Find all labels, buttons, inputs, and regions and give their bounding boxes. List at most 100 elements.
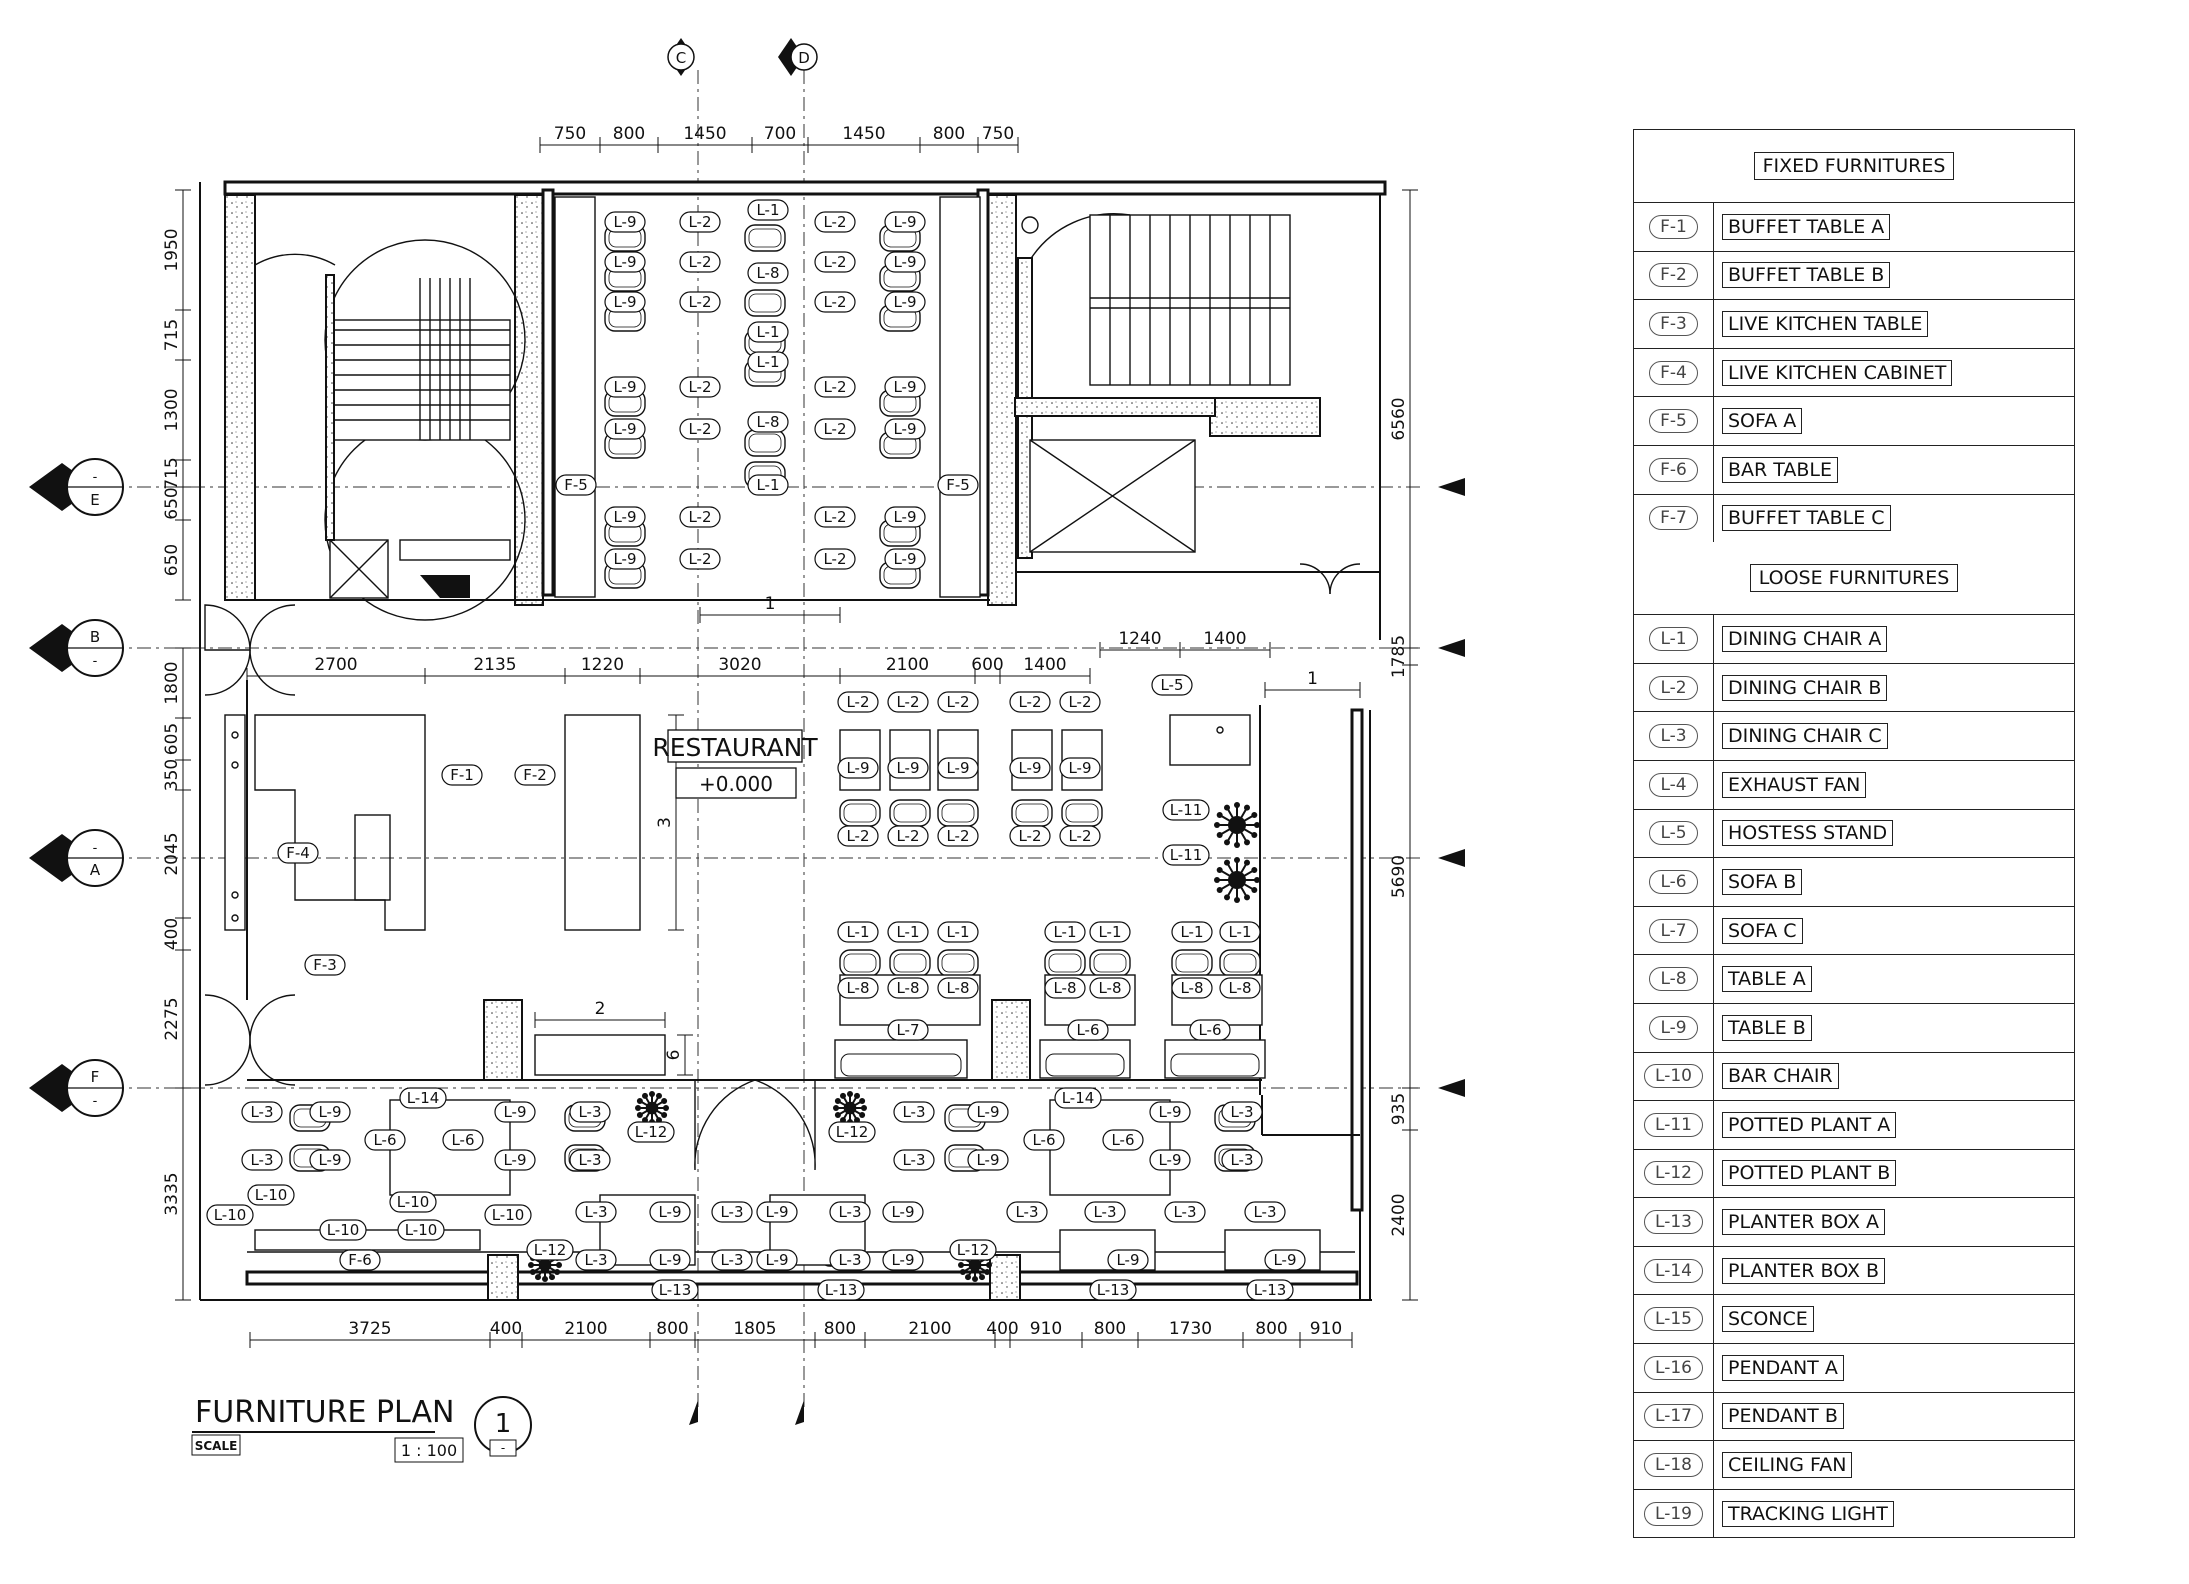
legend-desc: BAR TABLE (1722, 456, 1839, 483)
svg-text:L-1: L-1 (1053, 923, 1076, 941)
legend-code-cell: L-13 (1634, 1198, 1714, 1246)
legend-desc-cell: DINING CHAIR B (1714, 664, 2074, 712)
furniture-tag: L-11 (1162, 799, 1210, 821)
svg-text:L-10: L-10 (405, 1221, 438, 1239)
furniture-tag: L-8 (747, 262, 789, 284)
legend-desc: SCONCE (1722, 1306, 1814, 1333)
svg-text:+0.000: +0.000 (699, 772, 773, 796)
svg-text:L-1: L-1 (1228, 923, 1251, 941)
svg-text:L-9: L-9 (976, 1103, 999, 1121)
svg-text:L-3: L-3 (1230, 1103, 1253, 1121)
chair (839, 799, 881, 827)
furniture-tag: F-6 (339, 1249, 381, 1271)
legend-desc-cell: DINING CHAIR C (1714, 712, 2074, 760)
furniture-tag: L-3 (829, 1249, 871, 1271)
svg-text:B: B (90, 628, 100, 646)
svg-text:L-9: L-9 (613, 253, 636, 271)
legend-desc: DINING CHAIR C (1722, 723, 1888, 750)
furniture-tag: L-6 (1023, 1129, 1065, 1151)
furniture-tag: L-13 (651, 1279, 699, 1301)
furniture-tag: L-2 (937, 825, 979, 847)
furniture-tag: L-9 (604, 418, 646, 440)
svg-text:L-6: L-6 (451, 1131, 474, 1149)
furniture-tag: F-4 (277, 842, 319, 864)
furniture-tag: L-6 (364, 1129, 406, 1151)
dimension-value: 800 (933, 124, 965, 144)
svg-text:F-5: F-5 (564, 476, 588, 494)
furniture-tag: L-9 (649, 1249, 691, 1271)
dimension-value: 1 (765, 594, 776, 614)
furniture-tag: L-9 (884, 251, 926, 273)
legend-desc: PENDANT A (1722, 1354, 1844, 1381)
legend-code: F-2 (1649, 263, 1698, 288)
furniture-tag: L-3 (711, 1249, 753, 1271)
svg-text:L-3: L-3 (902, 1103, 925, 1121)
furniture-tag: L-3 (1006, 1201, 1048, 1223)
legend-loose-header: LOOSE FURNITURES (1634, 542, 2074, 616)
svg-text:L-9: L-9 (1068, 759, 1091, 777)
furniture-tag: L-13 (1246, 1279, 1294, 1301)
svg-text:-: - (501, 1441, 505, 1455)
svg-text:L-3: L-3 (250, 1103, 273, 1121)
chair (1011, 799, 1053, 827)
svg-text:L-12: L-12 (635, 1123, 668, 1141)
legend-code-cell: L-2 (1634, 663, 1714, 712)
legend-code: L-4 (1649, 772, 1698, 797)
dimension-value: 2100 (886, 655, 929, 675)
legend-code-cell: F-4 (1634, 348, 1714, 397)
legend-code: F-4 (1649, 360, 1698, 385)
furniture-tag: L-3 (575, 1249, 617, 1271)
chair (937, 799, 979, 827)
building-walls (199, 180, 1387, 1301)
furniture-tag: L-6 (442, 1129, 484, 1151)
svg-text:L-9: L-9 (846, 759, 869, 777)
furniture-tag: L-8 (937, 977, 979, 999)
chair (744, 289, 786, 317)
legend-code-cell: L-10 (1634, 1052, 1714, 1101)
svg-text:L-14: L-14 (407, 1089, 440, 1107)
legend-code: F-5 (1649, 409, 1698, 434)
legend-code-cell: L-6 (1634, 858, 1714, 906)
svg-text:L-2: L-2 (946, 693, 969, 711)
svg-text:L-3: L-3 (250, 1151, 273, 1169)
furniture-tag: F-3 (304, 954, 346, 976)
svg-text:L-9: L-9 (613, 293, 636, 311)
svg-text:L-9: L-9 (765, 1251, 788, 1269)
svg-text:L-2: L-2 (823, 550, 846, 568)
svg-text:L-10: L-10 (397, 1193, 430, 1211)
svg-text:1: 1 (495, 1409, 512, 1439)
svg-text:L-1: L-1 (756, 323, 779, 341)
furniture-tag: L-3 (1221, 1101, 1263, 1123)
dimension-value: 1805 (733, 1319, 776, 1339)
svg-text:F-1: F-1 (450, 766, 474, 784)
furniture-tag: L-1 (937, 921, 979, 943)
furniture-tag: L-2 (814, 418, 856, 440)
svg-text:L-8: L-8 (1228, 979, 1251, 997)
svg-text:L-8: L-8 (846, 979, 869, 997)
dimension-value: 800 (1255, 1319, 1287, 1339)
furniture-tag: L-1 (747, 321, 789, 343)
svg-text:L-3: L-3 (578, 1151, 601, 1169)
svg-text:L-3: L-3 (1173, 1203, 1196, 1221)
svg-text:L-13: L-13 (1254, 1281, 1287, 1299)
legend-code: L-9 (1649, 1015, 1698, 1040)
dimension-chain: 1 (699, 594, 841, 623)
svg-text:L-9: L-9 (896, 759, 919, 777)
furniture-tag: F-5 (555, 474, 597, 496)
svg-text:L-3: L-3 (1015, 1203, 1038, 1221)
legend-code-cell: L-4 (1634, 760, 1714, 809)
dimension-value: 3 (655, 817, 675, 828)
svg-text:L-9: L-9 (893, 378, 916, 396)
dimension-value: 800 (1094, 1319, 1126, 1339)
